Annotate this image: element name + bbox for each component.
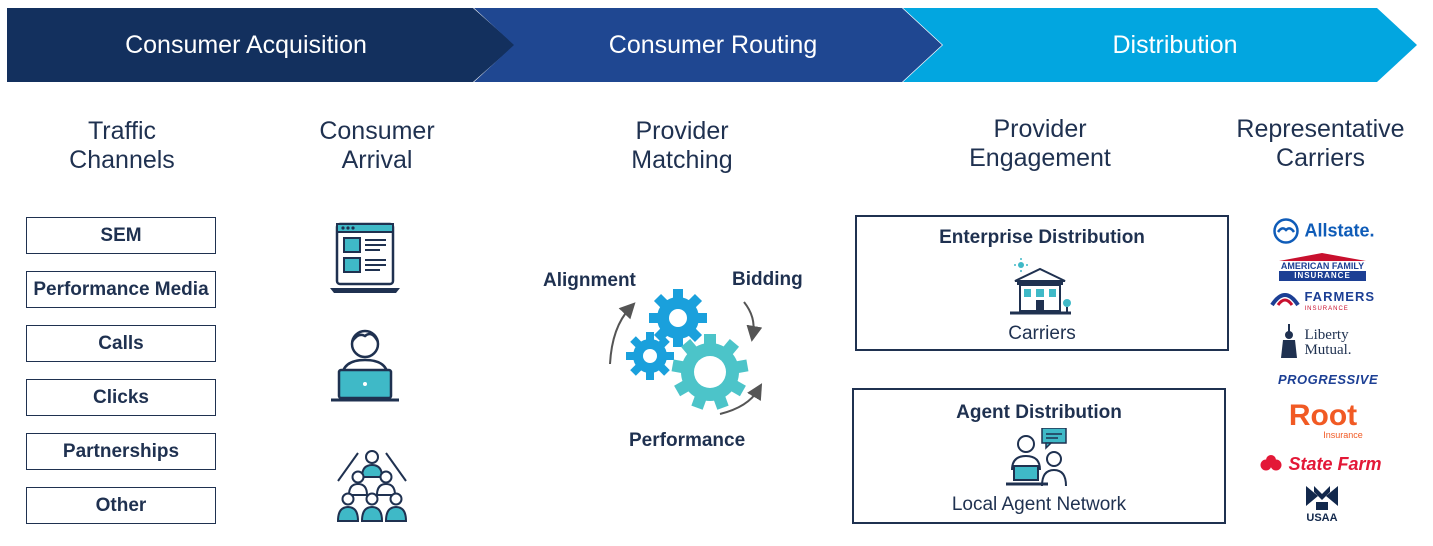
root-logo: Root Insurance: [1288, 399, 1363, 441]
state-farm-ovals-icon: [1260, 454, 1282, 470]
gears-icon: [609, 289, 763, 415]
enterprise-title: Enterprise Distribution: [939, 227, 1145, 248]
allstate-text: Allstate.: [1304, 220, 1375, 241]
progressive-logo: PROGRESSIVE: [1278, 372, 1379, 387]
channel-performance-media: Performance Media: [26, 271, 216, 308]
heading-provider-matching: Provider Matching: [631, 117, 733, 174]
label-alignment: Alignment: [543, 270, 636, 291]
liberty-mutual-logo: Liberty Mutual.: [1278, 322, 1352, 360]
usaa-logo: USAA: [1300, 486, 1344, 524]
statue-of-liberty-icon: [1281, 324, 1297, 358]
stage-consumer-routing: Consumer Routing: [474, 8, 942, 82]
agent-title: Agent Distribution: [956, 402, 1122, 423]
farmers-logo: FARMERS INSURANCE: [1270, 290, 1375, 315]
heading-representative-carriers: Representative Carriers: [1236, 115, 1405, 172]
building-icon: [1010, 258, 1071, 315]
usaa-eagle-icon: [1306, 486, 1338, 510]
american-family-roof-icon: [1279, 253, 1366, 261]
stage-distribution: Distribution: [903, 8, 1417, 82]
stage-label: Consumer Routing: [608, 30, 818, 59]
channel-partnerships: Partnerships: [26, 433, 216, 470]
american-family-logo: AMERICAN FAMILY INSURANCE: [1279, 253, 1366, 281]
agent-meeting-icon: [1006, 428, 1067, 487]
person-laptop-icon: [331, 329, 399, 402]
heading-consumer-arrival: Consumer Arrival: [319, 117, 435, 174]
channel-calls: Calls: [26, 325, 216, 362]
label-performance: Performance: [629, 430, 746, 451]
channel-clicks: Clicks: [26, 379, 216, 416]
enterprise-distribution-box: Enterprise Distribution Carriers: [855, 215, 1229, 351]
stage-consumer-acquisition: Consumer Acquisition: [7, 8, 515, 82]
people-group-icon: [336, 450, 408, 522]
heading-traffic-channels: Traffic Channels: [69, 117, 175, 174]
allstate-hands-icon: [1273, 218, 1299, 244]
enterprise-subtitle: Carriers: [1008, 323, 1076, 344]
channel-sem: SEM: [26, 217, 216, 254]
agent-subtitle: Local Agent Network: [951, 494, 1127, 515]
state-farm-logo: State Farm: [1258, 454, 1382, 475]
web-browser-icon: [330, 222, 400, 293]
stage-label: Consumer Acquisition: [125, 30, 367, 59]
allstate-logo: Allstate.: [1272, 218, 1374, 244]
heading-provider-engagement: Provider Engagement: [969, 115, 1111, 172]
label-bidding: Bidding: [732, 269, 803, 290]
farmers-shield-icon: [1270, 293, 1300, 307]
stage-label: Distribution: [1112, 30, 1238, 59]
channel-other: Other: [26, 487, 216, 524]
agent-distribution-box: Agent Distribution Local Agent Network: [852, 388, 1226, 524]
